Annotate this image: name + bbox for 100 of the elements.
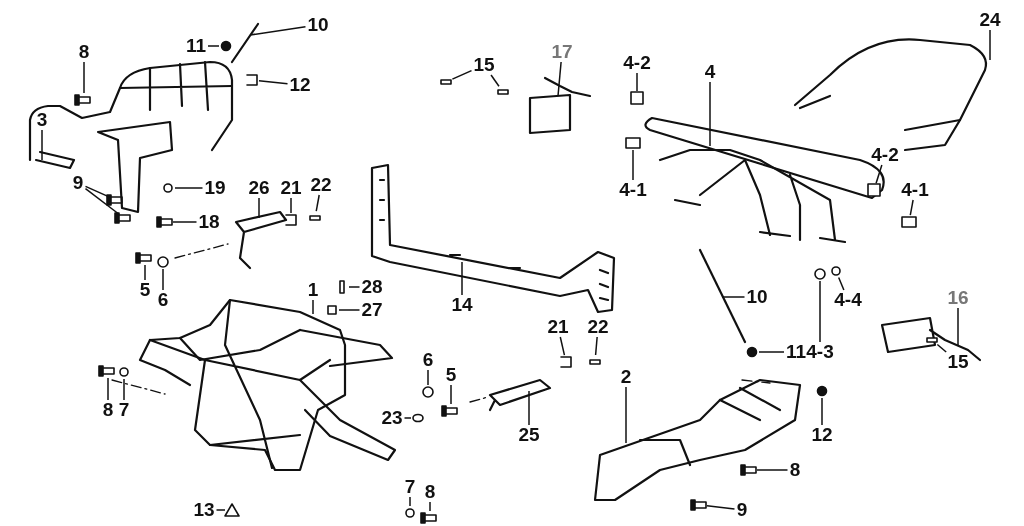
callout-number: 22 [587,317,609,337]
plate-icon [327,305,337,315]
leader-line [557,61,562,97]
leader-line [709,81,711,147]
leader-line [107,377,109,401]
leader-line [429,501,431,512]
rod-drawing [698,248,747,344]
leader-line [819,280,821,343]
leader-line [936,343,947,353]
bolt-icon [114,212,131,224]
callout-number: 8 [424,482,436,502]
leader-line [636,72,638,92]
leader-line [909,199,914,216]
grommet-icon [816,385,828,397]
cone-icon [224,503,240,517]
callout-number: 4-3 [806,342,834,362]
callout-number: 16 [947,288,969,308]
leader-line [427,369,429,386]
leader-line [174,187,204,189]
callout-number: 17 [551,42,573,62]
leader-line [258,80,289,85]
callout-number: 21 [280,178,302,198]
grommet-icon [746,346,758,358]
callout-number: 1 [307,280,319,300]
leader-line [756,469,789,471]
bolt-icon [690,499,707,511]
leader-line [348,286,361,288]
leader-line [758,351,785,353]
callout-number: 4 [704,62,716,82]
leader-line [403,417,412,419]
leader-line [989,29,991,61]
callout-number: 2 [620,367,632,387]
bolt-icon [98,365,115,377]
clip-icon [560,356,572,368]
callout-number: 7 [404,477,416,497]
callout-number: 14 [451,295,473,315]
pad-icon [625,137,641,149]
callout-number: 26 [248,178,270,198]
leader-line [83,61,85,94]
callout-number: 4-2 [623,53,651,73]
screw-icon [497,89,509,95]
leader-line [528,390,530,426]
callout-number: 11 [185,36,207,56]
nut-icon [157,256,169,268]
leader-line [338,309,361,311]
leader-line [215,509,226,511]
callout-number: 8 [102,400,114,420]
leader-line [461,261,463,296]
callout-number: 6 [422,350,434,370]
callout-number: 5 [139,280,151,300]
callout-number: 19 [204,178,226,198]
leader-line [41,129,43,161]
bolt-icon [135,252,152,264]
leader-line [162,268,164,291]
pin-icon [339,280,345,294]
bolt-icon [420,512,437,524]
leader-line [249,26,307,36]
nut-icon [422,386,434,398]
leader-line [450,384,452,405]
leader-line [312,299,314,315]
washer-icon [405,508,415,518]
callout-number: 4-1 [901,180,929,200]
bolt-icon [441,405,458,417]
leader-line [559,336,566,356]
leader-line [957,307,959,346]
callout-number: 12 [289,75,311,95]
screw-icon [589,359,601,365]
bracket-drawing [528,76,592,135]
leader-line [721,296,746,298]
leader-line [172,221,198,223]
callout-number: 10 [307,15,329,35]
screw-icon [440,79,452,85]
clip-icon [246,74,258,86]
leader-line [207,45,220,47]
callout-number: 9 [736,500,748,520]
leader-line [632,149,634,181]
leader-line [706,505,736,510]
callout-number: 15 [947,352,969,372]
leader-line [837,276,845,291]
bracket-drawing [488,378,552,412]
screw-icon [309,215,321,221]
clip-icon [285,214,297,226]
washer-icon [119,367,129,377]
callout-number: 15 [473,55,495,75]
rod-drawing [230,22,260,64]
rack-drawing [28,60,234,214]
leader-line [875,164,883,185]
callout-number: 4-1 [619,180,647,200]
leader-line [625,386,627,444]
plug-icon [412,413,424,423]
callout-number: 25 [518,425,540,445]
leader-line [144,264,146,281]
callout-number: 13 [193,500,215,520]
callout-number: 9 [72,173,84,193]
callout-number: 12 [811,425,833,445]
callout-number: 24 [979,10,1001,30]
callout-number: 27 [361,300,383,320]
callout-number: 23 [381,408,403,428]
leader-line [594,336,598,356]
callout-number: 18 [198,212,220,232]
